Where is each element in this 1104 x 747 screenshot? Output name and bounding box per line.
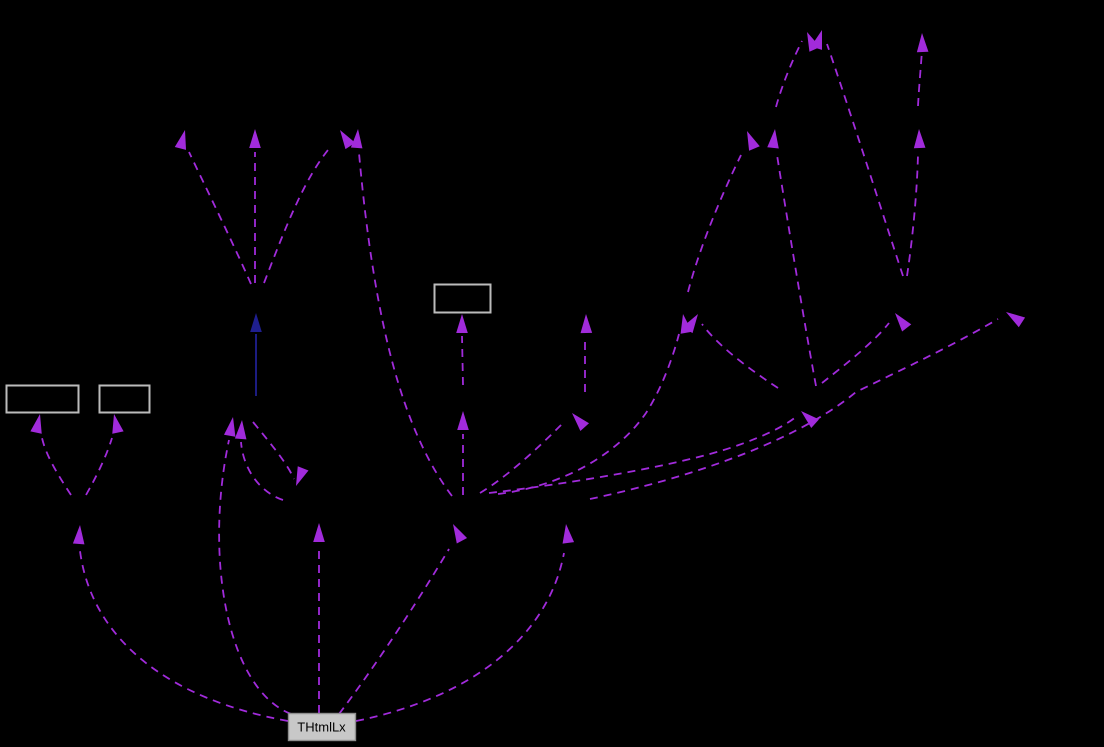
edge-line (917, 49, 923, 107)
arrowhead (30, 414, 42, 434)
edge-u-top4 (350, 129, 453, 497)
empty-node-box[interactable] (433, 283, 492, 314)
arrowhead (457, 411, 469, 430)
edge-line (252, 421, 295, 480)
arrowhead (682, 314, 698, 334)
edge-line (358, 152, 453, 497)
edge-t-box3 (456, 314, 468, 386)
edge-line (497, 333, 680, 495)
arrowhead (810, 30, 822, 50)
edge-line (488, 415, 798, 494)
arrowhead (767, 129, 779, 149)
arrowhead (72, 525, 85, 545)
edge-line (240, 441, 284, 501)
edge-root-u (338, 524, 468, 715)
edge-line (85, 437, 113, 496)
arrowhead (340, 130, 356, 150)
arrowhead (296, 466, 309, 486)
edge-w-box1 (30, 414, 72, 496)
edge-u2-s (580, 314, 593, 392)
arrowhead (350, 129, 363, 149)
arrowhead (913, 129, 926, 149)
edge-w-box2 (85, 414, 124, 496)
edge-u3-z2 (589, 312, 1026, 500)
edge-line (41, 437, 72, 496)
arrowhead (747, 131, 760, 151)
arrowhead (223, 417, 236, 437)
arrowhead (453, 524, 468, 544)
class-node-empty-box-3[interactable] (433, 283, 492, 314)
edge-root-u3 (355, 524, 575, 722)
arrowhead (456, 314, 468, 333)
edge-line (826, 43, 904, 277)
arrowhead (234, 420, 247, 440)
class-node-root-node[interactable]: THtmlLx (287, 712, 357, 742)
edge-line (775, 40, 803, 108)
edge-x-y (252, 421, 309, 486)
edge-o-n (906, 129, 926, 277)
edge-line (479, 420, 566, 494)
edge-u-q (488, 411, 820, 494)
edge-line (589, 318, 999, 500)
edge-root-x (218, 417, 292, 715)
edge-line (188, 151, 252, 285)
arrowhead (250, 313, 262, 332)
edge-line (79, 550, 289, 722)
edge-z-top1 (174, 130, 252, 285)
edge-root-y (313, 523, 325, 713)
edge-x-z (250, 313, 262, 396)
root-node-box[interactable] (287, 712, 357, 742)
edge-n-n2 (916, 33, 929, 107)
empty-node-box[interactable] (98, 384, 151, 414)
arrowhead (112, 414, 124, 434)
arrowhead (313, 523, 325, 542)
class-node-empty-box-2[interactable] (98, 384, 151, 414)
arrowhead (580, 314, 593, 334)
arrowhead (1006, 312, 1026, 328)
empty-node-box[interactable] (5, 384, 80, 414)
edge-z-top3 (263, 130, 356, 284)
arrowhead (572, 413, 590, 432)
edge-line (687, 154, 742, 293)
edge-line (701, 323, 779, 389)
class-node-empty-box-1[interactable] (5, 384, 80, 414)
edge-line (776, 154, 817, 387)
arrowhead (562, 524, 575, 544)
arrowhead (801, 411, 820, 429)
edge-q-m (767, 129, 817, 387)
node-label: THtmlLx (297, 720, 346, 735)
edge-y-x (234, 420, 284, 501)
edge-line (263, 149, 329, 284)
edge-line (355, 552, 565, 722)
edge-line (821, 322, 890, 384)
edge-u-u2 (479, 413, 590, 494)
edge-o-l (810, 30, 904, 277)
edge-q-p (682, 314, 779, 389)
edge-root-w (72, 525, 289, 722)
edge-line (906, 154, 919, 277)
arrowhead (249, 129, 261, 148)
edge-q-o (821, 313, 912, 384)
edge-u-t (457, 411, 469, 495)
arrowhead (174, 130, 187, 150)
edge-p-m (687, 131, 760, 293)
arrowhead (895, 313, 912, 332)
edge-z-top2 (249, 129, 261, 283)
arrowhead (916, 33, 929, 53)
